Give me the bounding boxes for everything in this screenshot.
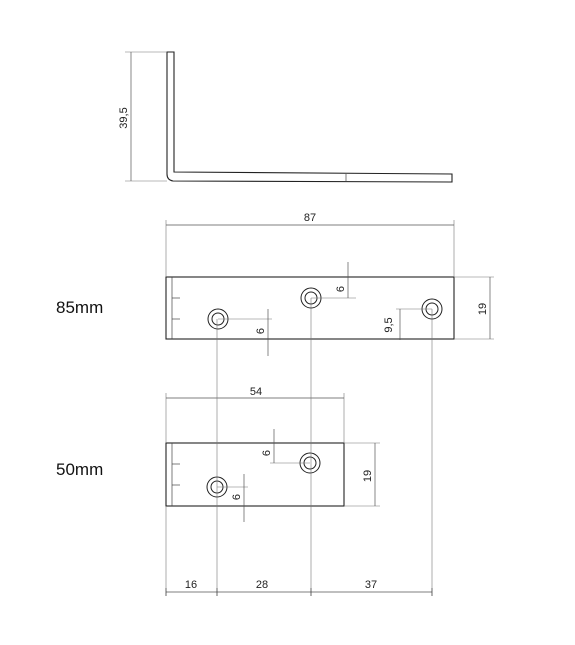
dim-50-bottom-offset: 6 bbox=[231, 494, 243, 500]
hole-centerlines bbox=[165, 298, 433, 596]
dim-50-top-offset: 6 bbox=[261, 450, 273, 456]
side-view: 39,5 bbox=[118, 51, 453, 183]
dim-85-height: 19 bbox=[477, 303, 489, 315]
plate-85mm: 87 19 6 6 9,5 bbox=[165, 212, 494, 356]
plate-50mm: 54 19 6 6 bbox=[165, 386, 380, 522]
dim-85-right-offset: 9,5 bbox=[383, 317, 395, 332]
dim-85-length: 87 bbox=[304, 212, 316, 224]
dim-side-height: 39,5 bbox=[118, 107, 130, 128]
dim-50-height: 19 bbox=[362, 470, 374, 482]
size-label-50mm: 50mm bbox=[56, 460, 104, 479]
l-bracket-profile bbox=[166, 51, 453, 183]
dim-50-length: 54 bbox=[250, 386, 262, 398]
dim-spacing-third: 37 bbox=[365, 579, 377, 591]
size-label-85mm: 85mm bbox=[56, 298, 104, 317]
dim-85-bottom-offset: 6 bbox=[255, 328, 267, 334]
spacing-dimensions: 16 28 37 bbox=[165, 579, 433, 596]
dim-spacing-second: 28 bbox=[256, 579, 268, 591]
dim-spacing-first: 16 bbox=[185, 579, 197, 591]
plate-50-body bbox=[165, 442, 345, 507]
dim-85-top-offset: 6 bbox=[335, 286, 347, 292]
